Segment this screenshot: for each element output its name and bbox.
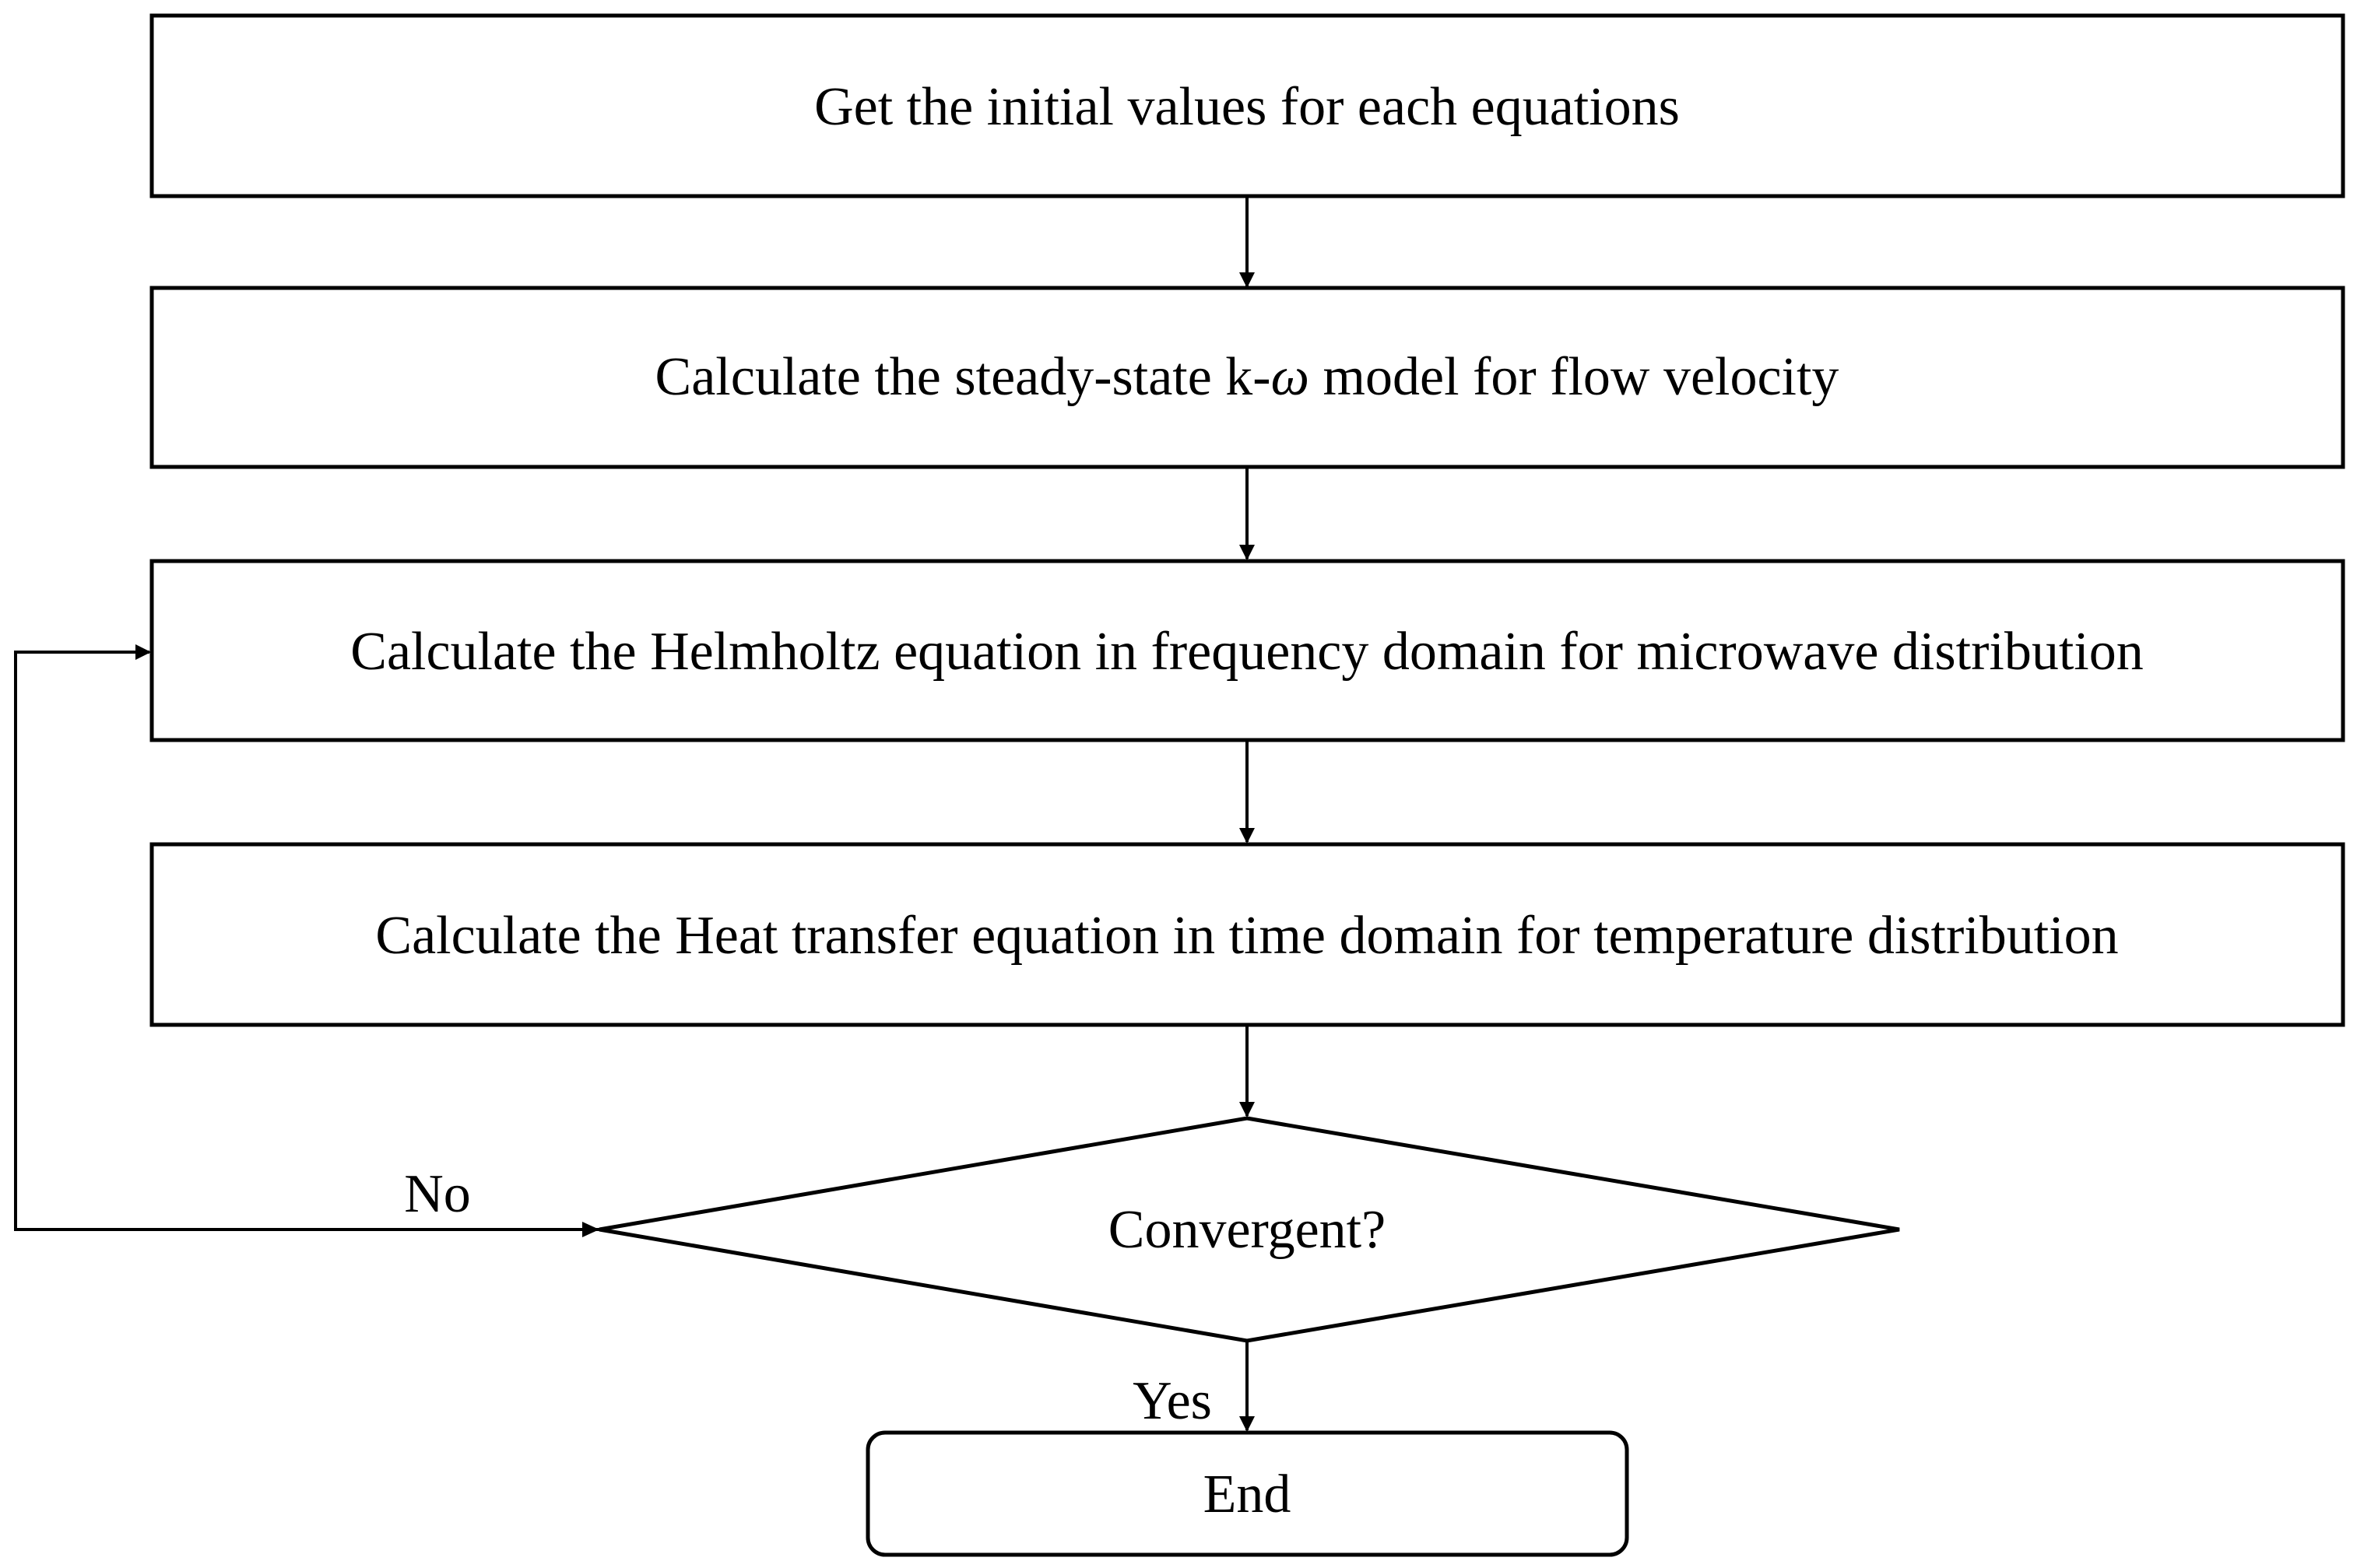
arrowhead-no-into-decision	[582, 1222, 599, 1237]
step-label-kw-model: Calculate the steady-state k-ω model for…	[655, 347, 1839, 407]
step-box-helmholtz: Calculate the Helmholtz equation in freq…	[149, 559, 2345, 742]
decision-convergent: Convergent?	[599, 1116, 1900, 1343]
yes-label: Yes	[1133, 1371, 1212, 1431]
no-label: No	[404, 1164, 471, 1224]
step-box-initial-values: Get the initial values for each equation…	[149, 13, 2345, 198]
step-label-initial-values: Get the initial values for each equation…	[814, 77, 1680, 137]
end-label: End	[1203, 1465, 1291, 1524]
step-box-heat-transfer: Calculate the Heat transfer equation in …	[149, 842, 2345, 1027]
arrow-no-loop	[14, 644, 599, 1231]
step-box-kw-model: Calculate the steady-state k-ω model for…	[149, 286, 2345, 469]
step-label-heat-transfer: Calculate the Heat transfer equation in …	[375, 906, 2118, 966]
end-terminal: End	[866, 1430, 1629, 1557]
step-label-helmholtz: Calculate the Helmholtz equation in freq…	[350, 622, 2143, 682]
decision-label: Convergent?	[1108, 1200, 1386, 1260]
